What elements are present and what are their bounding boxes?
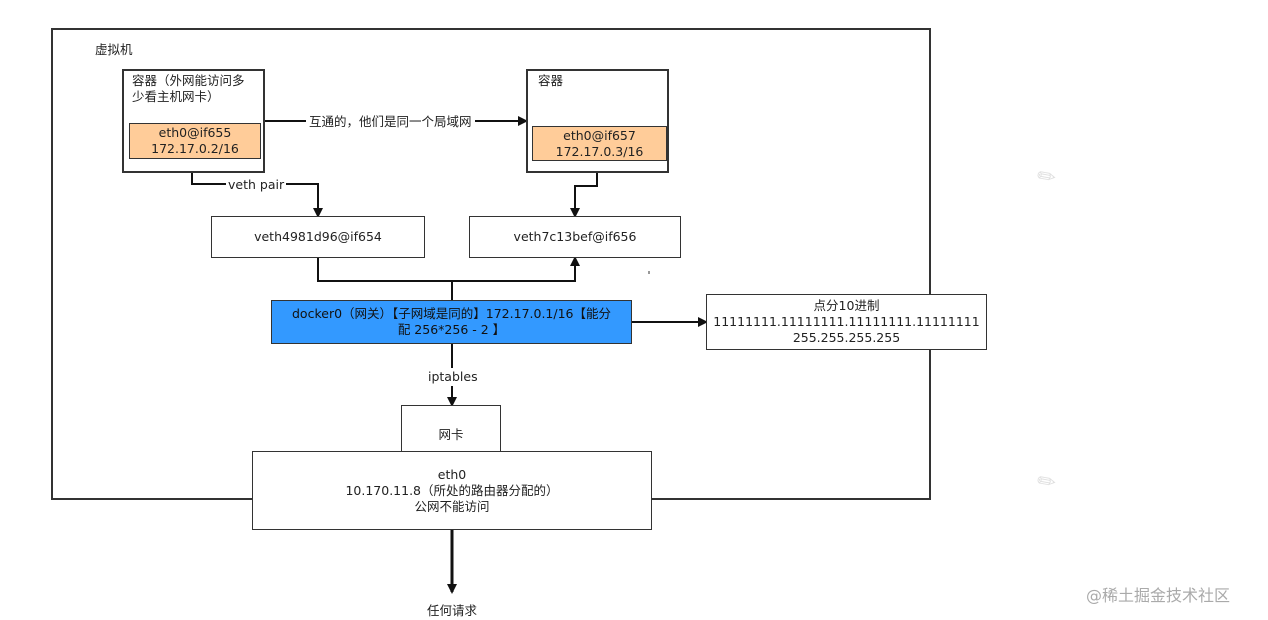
- container-1-ip: 172.17.0.2/16: [151, 141, 239, 156]
- stray-mark: [648, 271, 650, 274]
- lan-link-label: 互通的，他们是同一个局域网: [306, 114, 475, 130]
- host-eth0-note: 公网不能访问: [414, 498, 490, 514]
- container-1: 容器（外网能访问多 少看主机网卡） eth0@if655 172.17.0.2/…: [122, 69, 265, 173]
- decimal-box: 点分10进制 11111111.11111111.11111111.111111…: [706, 294, 987, 350]
- host-eth0-box: eth0 10.170.11.8（所处的路由器分配的） 公网不能访问: [252, 451, 652, 530]
- veth-box-2: veth7c13bef@if656: [469, 216, 681, 258]
- host-eth0-ip: 10.170.11.8（所处的路由器分配的）: [345, 482, 559, 498]
- container-2: 容器 eth0@if657 172.17.0.3/16: [526, 69, 669, 173]
- container-1-iface: eth0@if655 172.17.0.2/16: [129, 123, 261, 159]
- decimal-title: 点分10进制: [813, 298, 880, 313]
- veth-to-docker0-arrow: [313, 250, 580, 282]
- iptables-label: iptables: [426, 368, 480, 386]
- veth-pair-label: veth pair: [226, 177, 287, 193]
- container-1-title-line1: 容器（外网能访问多: [132, 73, 245, 88]
- vm-label: 虚拟机: [95, 42, 133, 57]
- docker0-line2: 配 256*256 - 2 】: [397, 322, 506, 337]
- container-1-title-line2: 少看主机网卡）: [132, 89, 220, 104]
- decimal-binary: 11111111.11111111.11111111.11111111: [713, 314, 980, 329]
- container-2-ip: 172.17.0.3/16: [555, 143, 644, 159]
- container-2-iface-name: eth0@if657: [563, 127, 636, 143]
- decimal-mask: 255.255.255.255: [792, 330, 901, 345]
- container-2-iface: eth0@if657 172.17.0.3/16: [532, 126, 667, 161]
- veth-box-1: veth4981d96@if654: [211, 216, 425, 258]
- site-watermark: @稀土掘金技术社区: [1086, 586, 1231, 605]
- nic-box: 网卡: [401, 405, 501, 453]
- veth-pair-arrow-2: [570, 153, 602, 218]
- request-label: 任何请求: [427, 603, 478, 618]
- docker0-bridge: docker0（网关）【子网域是同的】172.17.0.1/16【能分 配 25…: [271, 300, 632, 344]
- docker0-line1: docker0（网关）【子网域是同的】172.17.0.1/16【能分: [292, 306, 611, 321]
- container-1-iface-name: eth0@if655: [158, 125, 232, 140]
- container-2-title: 容器: [538, 73, 564, 88]
- host-eth0-name: eth0: [437, 466, 467, 482]
